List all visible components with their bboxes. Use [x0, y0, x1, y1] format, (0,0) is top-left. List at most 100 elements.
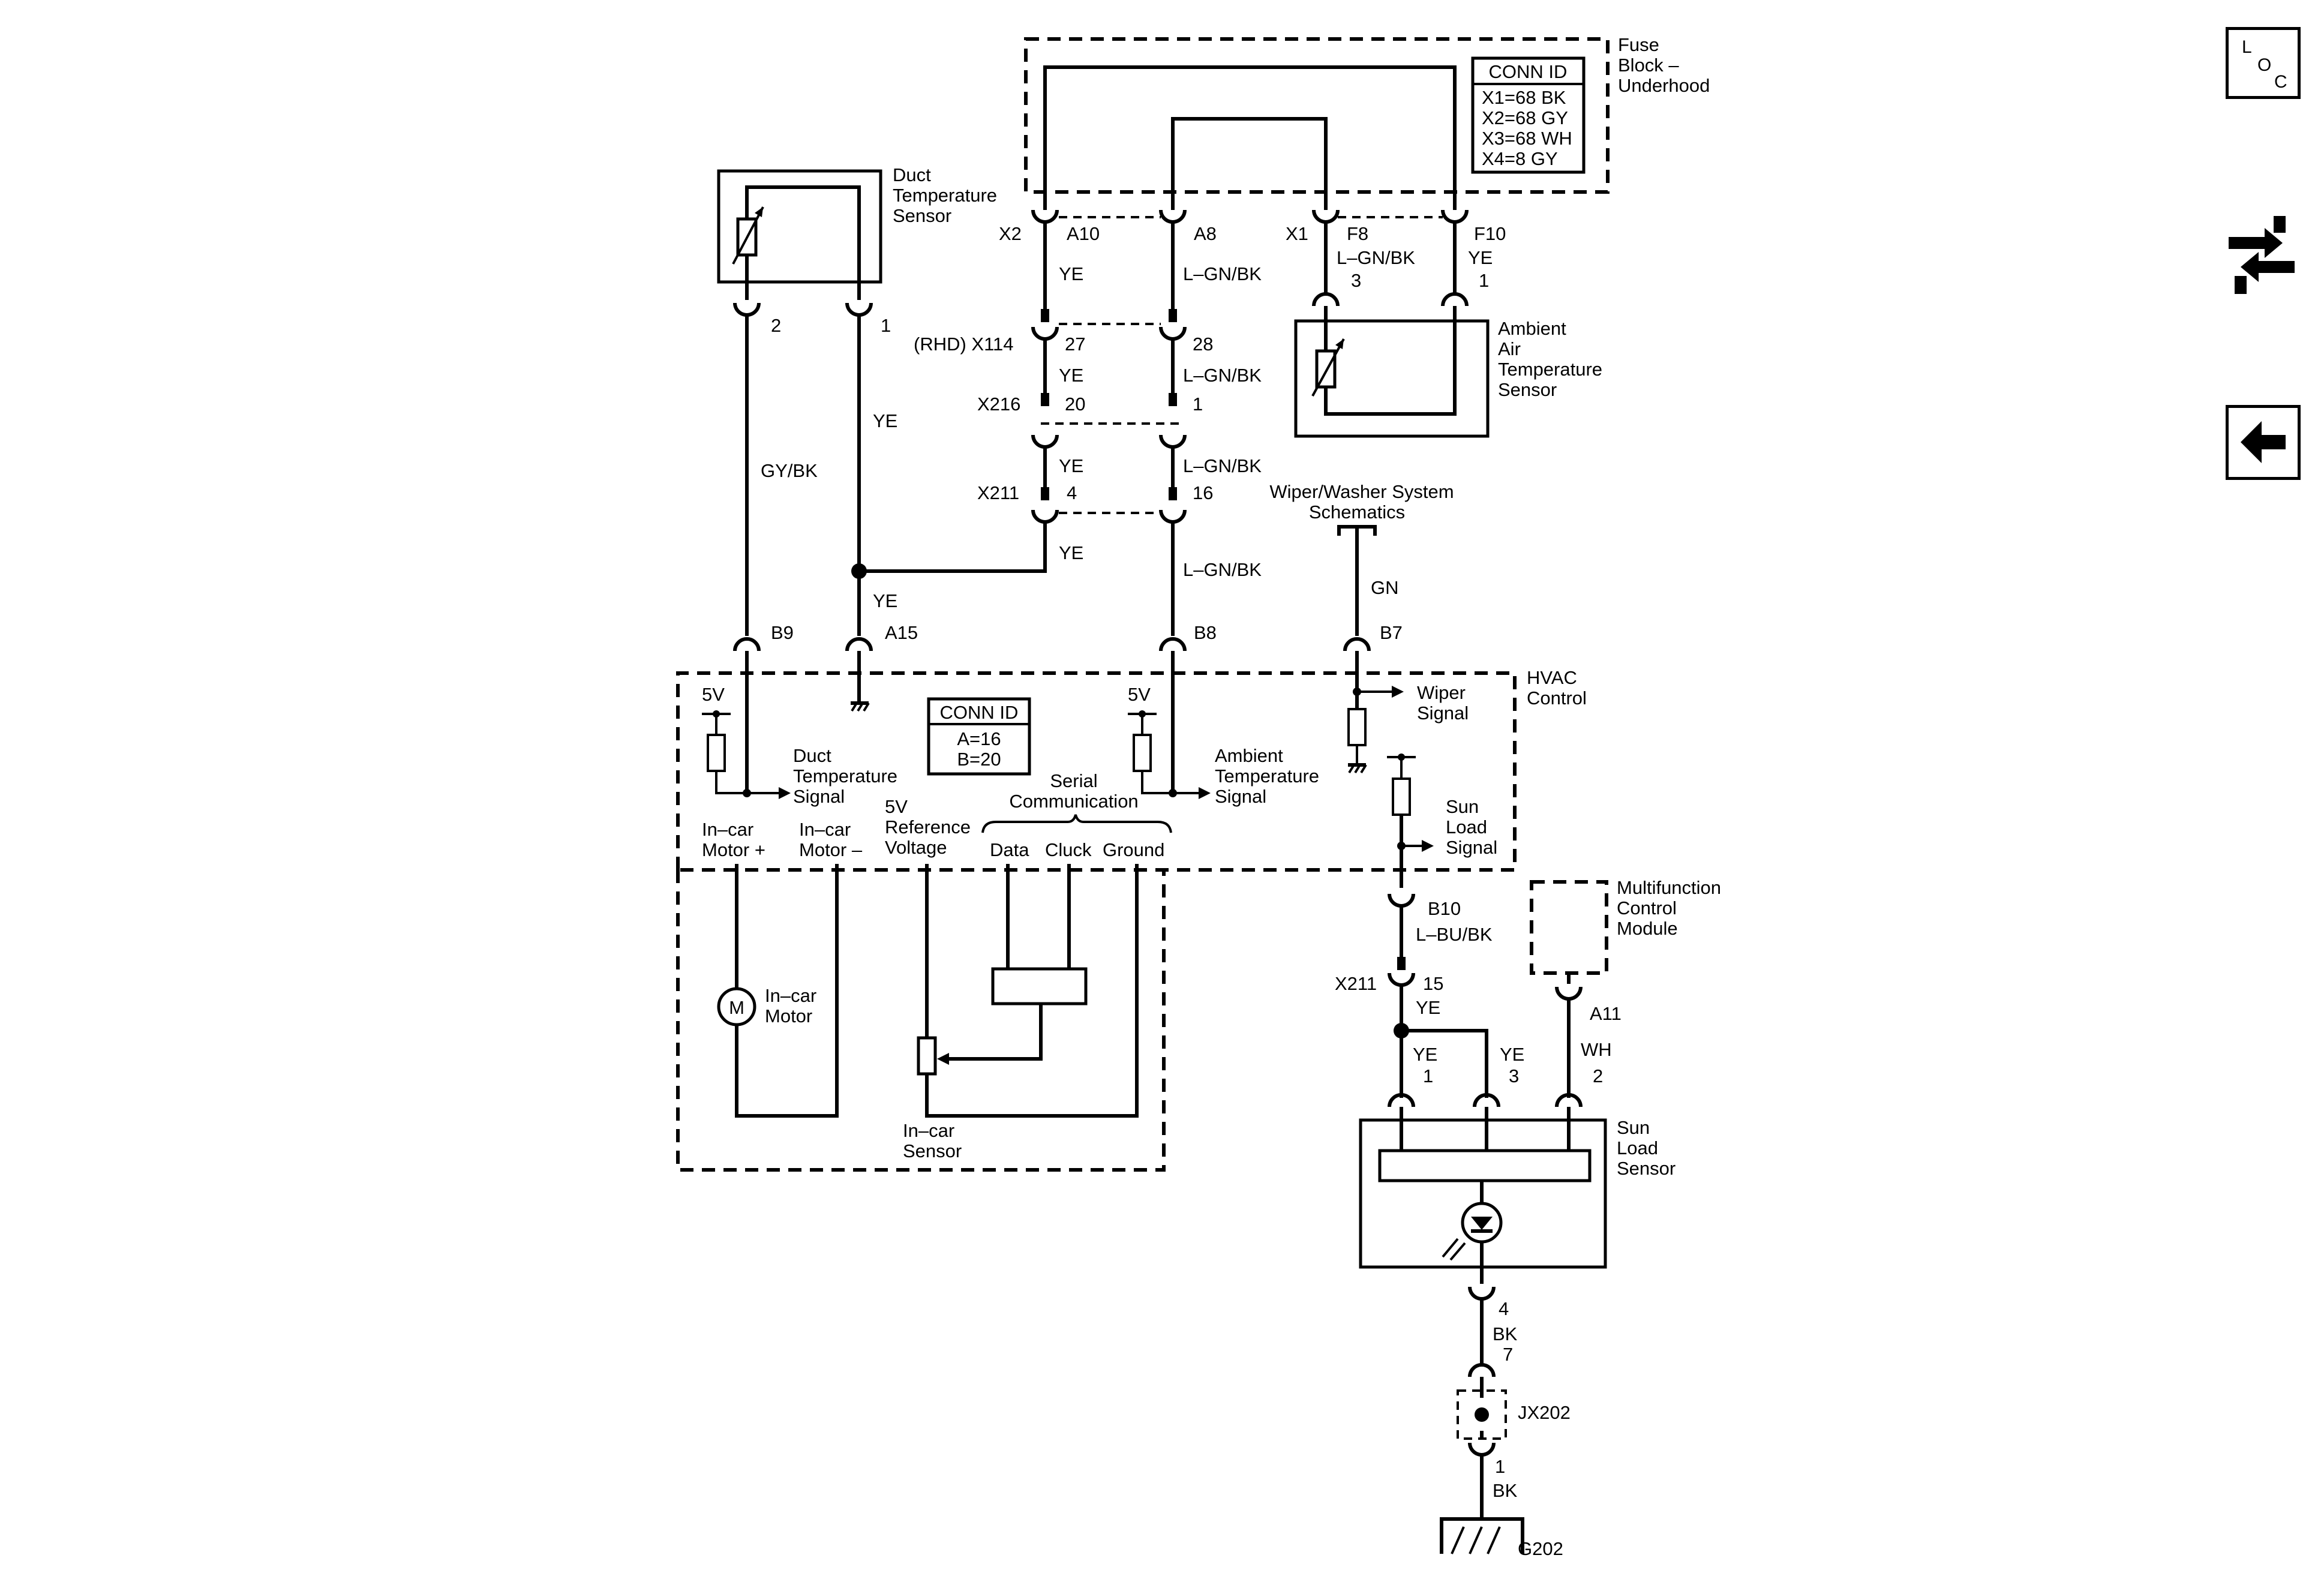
amb-signal-3: Signal — [1215, 786, 1266, 807]
conn-a11: A11 — [1590, 1003, 1622, 1024]
wire-label-lgnbk-3: L–GN/BK — [1183, 455, 1262, 476]
conn-x211-b: X211 — [1335, 973, 1377, 994]
sun-pin-1: 1 — [1423, 1065, 1433, 1086]
sun-sensor-title-3: Sensor — [1617, 1158, 1676, 1179]
duct-signal-3: Signal — [793, 786, 845, 807]
amb-signal-1: Ambient — [1215, 745, 1283, 766]
data-label: Data — [990, 839, 1029, 860]
sun-pin-2: 2 — [1593, 1065, 1603, 1086]
harness-ye-lgnbk: YE L–GN/BK (RHD) X114 27 28 YE L–GN/BK X… — [914, 222, 1262, 636]
duct-signal-1: Duct — [793, 745, 831, 766]
fuse-block-title-2: Block – — [1618, 55, 1679, 76]
hvac-conn-a: A=16 — [957, 728, 1001, 749]
loc-letter-o: O — [2257, 55, 2272, 75]
fuse-conn-id-x4: X4=8 GY — [1482, 148, 1558, 169]
conn-x211-4: 4 — [1067, 482, 1077, 503]
conn-b8: B8 — [1194, 622, 1217, 643]
conn-b9: B9 — [771, 622, 794, 643]
duct-temperature-sensor: Duct Temperature Sensor 2 1 GY/BK YE YE — [717, 164, 1047, 636]
sun-load-circuit: B10 L–BU/BK X211 15 YE YE 1 YE 3 Multifu… — [1335, 877, 1721, 1559]
incar-sensor-2: Sensor — [903, 1140, 962, 1161]
incar-motor-2: Motor — [765, 1005, 812, 1026]
fuse-block-title-3: Underhood — [1618, 75, 1710, 96]
gnd-pin-4: 4 — [1499, 1298, 1509, 1319]
wire-label-ye-3: YE — [1059, 455, 1083, 476]
hvac-conn-id-title: CONN ID — [940, 702, 1019, 723]
duct-sensor-title-1: Duct — [893, 164, 931, 185]
amb-title-2: Air — [1498, 338, 1521, 359]
mcm-title-2: Control — [1617, 897, 1677, 918]
wire-label-ye-2: YE — [1059, 365, 1083, 386]
in-car-assembly: M In–car Motor In–car Sensor — [676, 864, 1166, 1172]
wire-label-bk-1: BK — [1493, 1323, 1518, 1344]
amb-signal-2: Temperature — [1215, 766, 1319, 786]
sun-signal-3: Signal — [1446, 837, 1497, 858]
fuse-terminals: X2 A10 A8 X1 F8 F10 — [999, 195, 1506, 244]
motor-minus-1: In–car — [799, 819, 851, 840]
wire-label-lgnbk-2: L–GN/BK — [1183, 365, 1262, 386]
fuse-conn-id-x2: X2=68 GY — [1482, 107, 1568, 128]
conn-x211-a: X211 — [977, 482, 1019, 503]
amb-pin-3: 3 — [1351, 270, 1361, 291]
wire-label-gn: GN — [1371, 577, 1399, 598]
wire-label-ye-splice: YE — [873, 590, 897, 611]
gnd-pin-7: 7 — [1503, 1344, 1513, 1365]
amb-pin-1: 1 — [1479, 270, 1489, 291]
wire-label-ye-sun: YE — [1416, 997, 1440, 1018]
duct-sensor-title-3: Sensor — [893, 205, 951, 226]
incar-motor-1: In–car — [765, 985, 816, 1006]
amb-title-1: Ambient — [1498, 318, 1566, 339]
sun-signal-2: Load — [1446, 816, 1487, 837]
conn-x216-20: 20 — [1065, 394, 1085, 415]
conn-b10: B10 — [1428, 898, 1461, 919]
back-arrow-icon — [2241, 421, 2286, 463]
fuse-pin-a10: A10 — [1067, 223, 1100, 244]
incar-sensor-1: In–car — [903, 1120, 954, 1141]
serial-comm-1: Serial — [1050, 770, 1097, 791]
motor-symbol: M — [729, 997, 744, 1018]
hvac-5v-1: 5V — [702, 684, 725, 705]
duct-sensor-title-2: Temperature — [893, 185, 997, 206]
hvac-5v-2: 5V — [1128, 684, 1151, 705]
conn-x114-28: 28 — [1193, 334, 1213, 355]
wiper-signal-2: Signal — [1417, 703, 1469, 724]
wire-label-ye-1: YE — [1059, 263, 1083, 284]
loc-letter-l: L — [2242, 37, 2252, 57]
mcm-title-1: Multifunction — [1617, 877, 1721, 898]
amb-title-4: Sensor — [1498, 379, 1557, 400]
wire-label-wh: WH — [1581, 1039, 1612, 1060]
ref-voltage-3: Voltage — [885, 837, 947, 858]
duct-pin-1: 1 — [881, 315, 891, 336]
mcm-title-3: Module — [1617, 918, 1678, 939]
connector-view-icon[interactable] — [2223, 213, 2301, 297]
back-button[interactable] — [2226, 405, 2301, 480]
wire-label-ye-sun-3: YE — [1500, 1044, 1524, 1065]
hvac-connectors: B9 A15 B8 B7 — [733, 622, 1403, 712]
wiper-schem-1: Wiper/Washer System — [1269, 481, 1454, 502]
conn-x211-15: 15 — [1423, 973, 1443, 994]
loc-letter-c: C — [2274, 72, 2287, 92]
wire-label-lgnbk-amb: L–GN/BK — [1337, 247, 1415, 268]
plug-arrows-icon — [2229, 216, 2295, 294]
cluck-label: Cluck — [1045, 839, 1092, 860]
fuse-pin-x1: X1 — [1286, 223, 1308, 244]
fuse-block-underhood: CONN ID X1=68 BK X2=68 GY X3=68 WH X4=8 … — [1024, 34, 1710, 195]
gnd-pin-1: 1 — [1495, 1456, 1505, 1477]
conn-x114-27: 27 — [1065, 334, 1085, 355]
serial-comm-2: Communication — [1009, 791, 1138, 812]
conn-x216-1: 1 — [1193, 394, 1203, 415]
hvac-conn-b: B=20 — [957, 749, 1001, 770]
wire-label-ye-duct: YE — [873, 410, 897, 431]
conn-b7: B7 — [1380, 622, 1403, 643]
hvac-title-1: HVAC — [1527, 667, 1577, 688]
conn-a15: A15 — [885, 622, 918, 643]
location-button[interactable]: L O C — [2226, 27, 2301, 99]
fuse-pin-x2: X2 — [999, 223, 1022, 244]
ground-g202: G202 — [1518, 1538, 1563, 1559]
wiper-signal-1: Wiper — [1417, 682, 1466, 703]
duct-signal-2: Temperature — [793, 766, 897, 786]
wire-label-ye-4: YE — [1059, 542, 1083, 563]
motor-plus-1: In–car — [702, 819, 753, 840]
sun-sensor-title-1: Sun — [1617, 1117, 1650, 1138]
